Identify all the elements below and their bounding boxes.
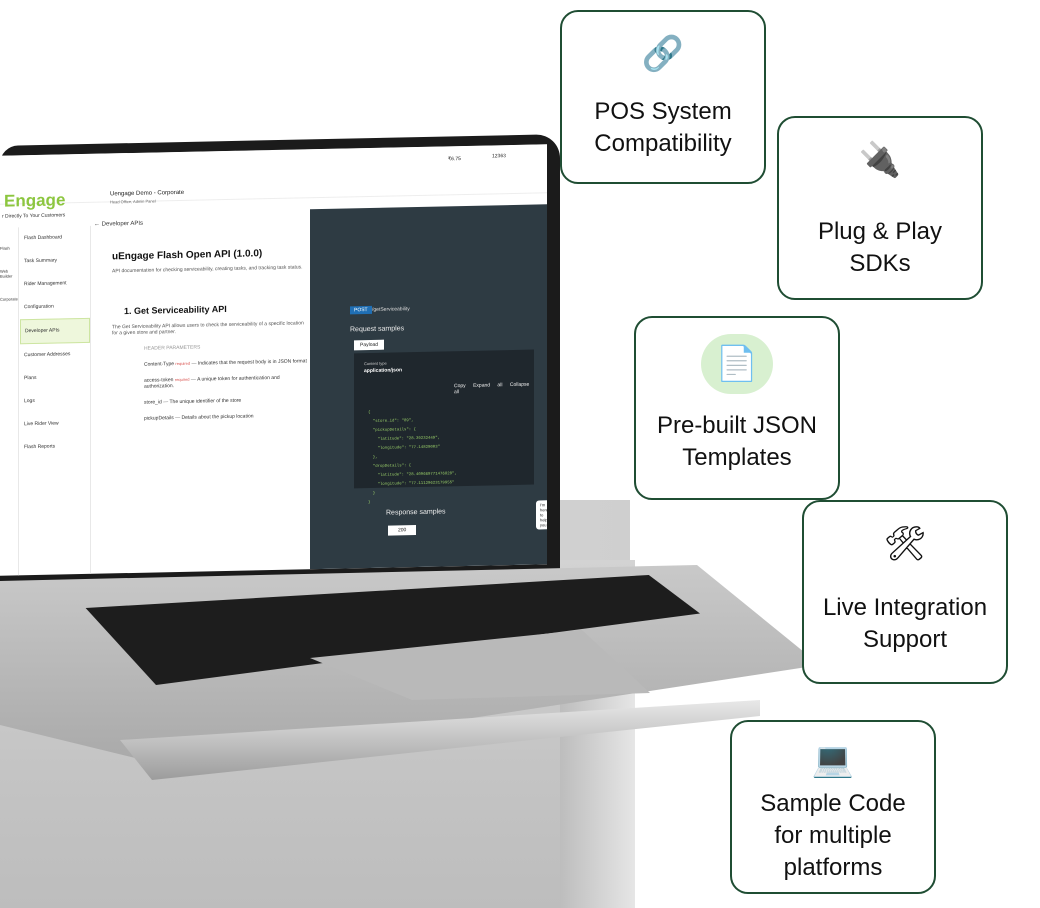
section-title: 1. Get Serviceability API xyxy=(124,303,227,317)
electric-plug-icon: 🔌 xyxy=(858,141,902,179)
nav-item-active[interactable]: Developer APIs xyxy=(20,317,90,345)
content-type-label: Content type xyxy=(364,360,387,367)
payload-tab[interactable]: Payload xyxy=(354,339,385,351)
http-method-badge: POST xyxy=(350,305,372,315)
content-type-value: application/json xyxy=(364,367,403,375)
header-params-label: HEADER PARAMETERS xyxy=(144,344,201,352)
rail-item[interactable]: Corporate xyxy=(0,296,18,302)
nav-item[interactable]: Logs xyxy=(24,397,35,405)
back-link[interactable]: ← Developer APIs xyxy=(94,220,144,228)
rail-item[interactable]: Web Builder xyxy=(0,268,13,279)
app-topbar: ₹6.75 12363 xyxy=(0,144,547,205)
laptop-icon: 💻 xyxy=(811,741,855,779)
nav-item[interactable]: Configuration xyxy=(24,303,54,311)
nav-item[interactable]: Task Summary xyxy=(24,257,58,265)
module-rail: Flash Web Builder Corporate xyxy=(0,227,19,576)
rail-item[interactable]: Flash xyxy=(0,245,10,251)
nav-item[interactable]: Plans xyxy=(24,374,37,382)
link-chain-icon: 🔗 xyxy=(641,35,685,73)
api-doc: ← Developer APIs uEngage Flash Open API … xyxy=(94,209,309,574)
sidebar-nav: Flash Dashboard Task Summary Rider Manag… xyxy=(20,225,91,576)
section-description: The Get Serviceability API allows users … xyxy=(112,320,304,337)
json-preview: { "store_id": "89", "pickupDetails": { "… xyxy=(368,410,457,506)
help-chat-button[interactable]: I'm here to help you xyxy=(536,500,547,530)
request-samples-title: Request samples xyxy=(350,325,405,334)
expand-all-button[interactable]: Expand all xyxy=(473,382,503,389)
response-code-tab[interactable]: 200 xyxy=(388,525,417,536)
nav-item[interactable]: Customer Addresses xyxy=(24,351,71,359)
code-tools: Copy Expand all Collapse all xyxy=(454,382,534,396)
param-row: access-token required — A unique token f… xyxy=(144,374,280,390)
laptop-screen: ₹6.75 12363 Engage r Directly To Your Cu… xyxy=(0,144,547,576)
app-tagline: r Directly To Your Customers xyxy=(2,212,66,220)
nav-item[interactable]: Flash Dashboard xyxy=(24,234,63,242)
hammer-wrench-icon: 🛠 xyxy=(883,525,927,563)
document-page-icon: 📄 xyxy=(701,334,773,394)
wallet-balance: ₹6.75 xyxy=(448,156,461,163)
endpoint-path: /getServiceability xyxy=(372,306,410,313)
param-row: Content-Type required — Indicates that t… xyxy=(144,358,307,368)
api-description: API documentation for checking serviceab… xyxy=(112,264,303,275)
code-sample: Content type application/json Copy Expan… xyxy=(354,349,534,505)
nav-item[interactable]: Rider Management xyxy=(24,280,67,288)
api-title: uEngage Flash Open API (1.0.0) xyxy=(112,248,263,263)
param-row: pickupDetails — Details about the pickup… xyxy=(144,413,254,422)
nav-item[interactable]: Live Rider View xyxy=(24,420,59,428)
app-logo: Engage xyxy=(4,190,66,211)
org-sub: Head Office, Admin Panel xyxy=(110,198,156,205)
response-samples-title: Response samples xyxy=(386,508,446,517)
nav-item[interactable]: Flash Reports xyxy=(24,443,56,451)
request-panel: POST /getServiceability Request samples … xyxy=(310,204,547,570)
param-row: store_id — The unique identifier of the … xyxy=(144,397,242,406)
user-id: 12363 xyxy=(492,153,506,160)
